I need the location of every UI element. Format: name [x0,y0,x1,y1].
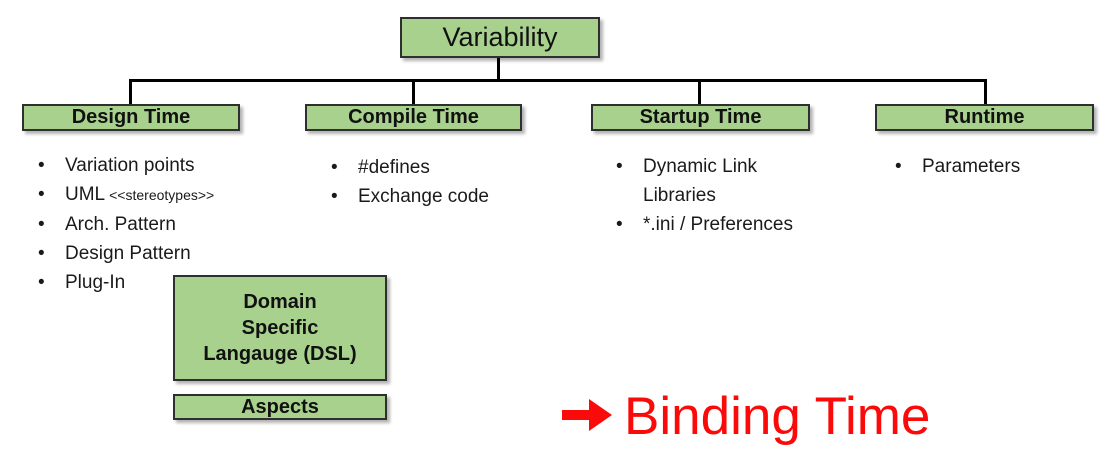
dsl-box: Domain Specific Langauge (DSL) [173,275,387,381]
design-time-label: Design Time [71,106,191,128]
variability-box: Variability [400,17,600,58]
startup-time-label: Startup Time [639,106,762,128]
compile-time-list: #defines Exchange code [328,153,553,211]
runtime-box: Runtime [875,104,1094,131]
list-item: Variation points [35,151,280,180]
list-item: *.ini / Preferences [613,210,808,239]
list-item: #defines [328,153,553,182]
design-time-list: Variation points UML<<stereotypes>> Arch… [35,151,280,297]
list-item: UML<<stereotypes>> [35,180,280,210]
list-item: Exchange code [328,182,553,211]
list-item: Design Pattern [35,239,280,268]
connector-drop-runtime [984,80,987,105]
startup-time-box: Startup Time [591,104,810,131]
connector-drop-startup [698,80,701,105]
runtime-label: Runtime [944,106,1025,128]
compile-time-label: Compile Time [348,106,479,128]
connector-horizontal [129,79,987,82]
runtime-list: Parameters [892,152,1102,181]
list-item: Dynamic Link Libraries [613,152,808,210]
list-item: Parameters [892,152,1102,181]
variability-label: Variability [442,22,558,52]
connector-root-stub [497,57,500,80]
connector-drop-compile [412,80,415,105]
startup-time-list: Dynamic Link Libraries *.ini / Preferenc… [613,152,808,239]
binding-time-label: Binding Time [624,387,931,446]
connector-drop-design [129,80,132,105]
aspects-box: Aspects [173,394,387,420]
right-arrow-icon [562,399,612,431]
list-item: Plug-In [35,268,280,297]
aspects-label: Aspects [241,395,319,418]
list-item: Arch. Pattern [35,210,280,239]
dsl-label: Domain Specific Langauge (DSL) [203,291,357,365]
design-time-box: Design Time [22,104,240,131]
compile-time-box: Compile Time [305,104,522,131]
stereotypes-small-text: <<stereotypes>> [109,187,215,203]
